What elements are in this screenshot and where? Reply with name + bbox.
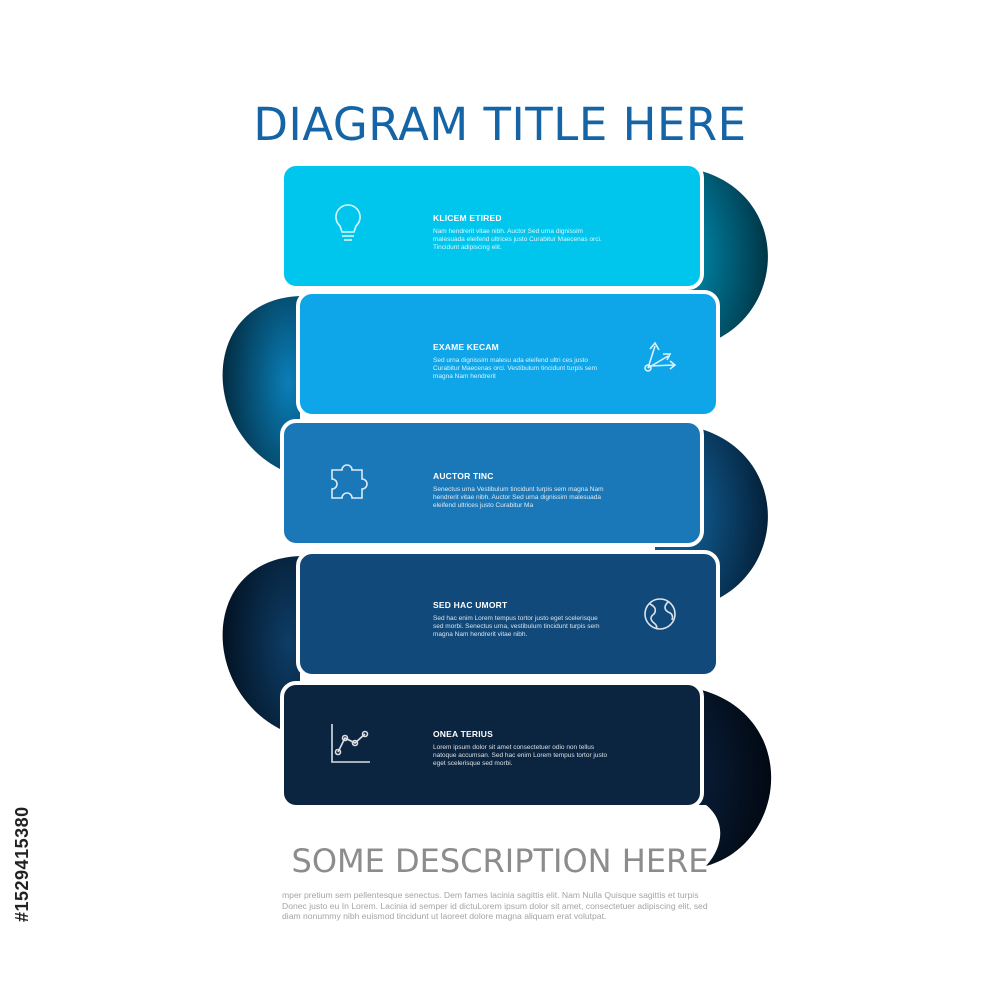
description-title: SOME DESCRIPTION HERE	[291, 842, 709, 880]
step-box-4	[296, 550, 720, 678]
globe-icon	[644, 598, 676, 630]
step-box-3	[280, 419, 704, 547]
step-box-5	[280, 681, 704, 809]
step-box-1	[280, 162, 704, 290]
step-5-heading: ONEA TERIUS	[433, 729, 493, 739]
stock-id: #1529415380	[12, 752, 36, 922]
step-3-body: Senectus urna Vestibulum tincidunt turpi…	[433, 486, 604, 509]
chart-icon	[331, 724, 370, 763]
step-4: SED HAC UMORT Sed hac enim Lorem tempus …	[433, 600, 608, 639]
diagram-title: DIAGRAM TITLE HERE	[253, 98, 747, 151]
step-box-2	[296, 290, 720, 418]
step-1: KLICEM ETIRED Nam hendrerit vitae nibh. …	[433, 213, 608, 252]
arrows-icon	[644, 341, 677, 372]
step-2-heading: EXAME KECAM	[433, 342, 499, 352]
step-3-heading: AUCTOR TINC	[433, 471, 494, 481]
lightbulb-icon	[335, 204, 361, 241]
step-5: ONEA TERIUS Lorem ipsum dolor sit amet c…	[433, 729, 608, 768]
step-4-heading: SED HAC UMORT	[433, 600, 508, 610]
step-5-body: Lorem ipsum dolor sit amet consectetuer …	[433, 744, 608, 767]
step-1-heading: KLICEM ETIRED	[433, 213, 502, 223]
step-4-body: Sed hac enim Lorem tempus tortor justo e…	[433, 615, 600, 638]
step-2: EXAME KECAM Sed urna dignissim malesu ad…	[433, 342, 608, 381]
ribbon-fold-4	[222, 556, 300, 730]
step-2-body: Sed urna dignissim malesu ada eleifend u…	[433, 357, 598, 380]
puzzle-icon	[331, 464, 368, 499]
stock-id-text: #1529415380	[12, 806, 32, 922]
ribbon-fold-2	[222, 296, 300, 470]
step-1-body: Nam hendrerit vitae nibh. Auctor Sed urn…	[433, 228, 602, 251]
description-body: mper pretium sem pellentesque senectus. …	[282, 890, 708, 921]
step-3: AUCTOR TINC Senectus urna Vestibulum tin…	[433, 471, 608, 510]
